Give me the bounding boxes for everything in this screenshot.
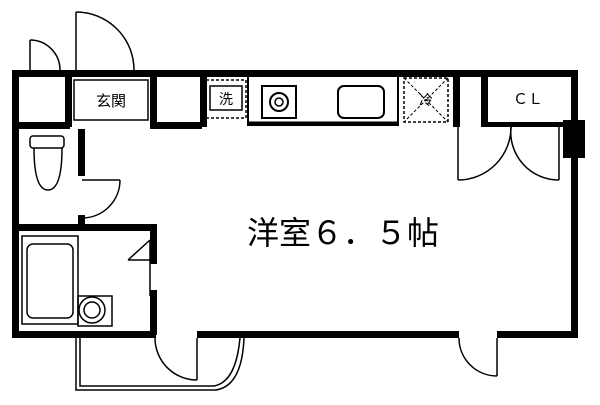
balcony-door-swing bbox=[154, 337, 198, 381]
entrance-label: 玄関 bbox=[96, 92, 126, 110]
entrance-area: 玄関 bbox=[73, 79, 149, 121]
balcony bbox=[75, 337, 245, 391]
closet-door-swing bbox=[457, 126, 560, 181]
toilet-door-swing bbox=[81, 179, 121, 219]
washer-space: 洗 bbox=[205, 79, 247, 119]
fridge-label: 冷 bbox=[419, 93, 433, 109]
washer-label: 洗 bbox=[219, 92, 233, 108]
main-room-label: 洋室６．５帖 bbox=[247, 214, 439, 252]
front-door-swing bbox=[75, 11, 135, 71]
interior-walls bbox=[12, 70, 585, 335]
toilet-icon bbox=[29, 135, 65, 191]
sink-icon bbox=[337, 85, 385, 119]
washbasin-icon bbox=[77, 295, 113, 327]
closet-label: ＣＬ bbox=[513, 90, 543, 108]
storage-door-swing bbox=[29, 39, 61, 71]
kitchen-counter bbox=[247, 74, 399, 126]
fridge-space: 冷 bbox=[403, 77, 449, 123]
stove-icon bbox=[261, 85, 297, 119]
right-window-door-swing bbox=[458, 337, 498, 377]
bath-door-swing bbox=[127, 239, 151, 296]
exterior-walls bbox=[12, 70, 578, 338]
bathtub-icon bbox=[21, 235, 79, 325]
